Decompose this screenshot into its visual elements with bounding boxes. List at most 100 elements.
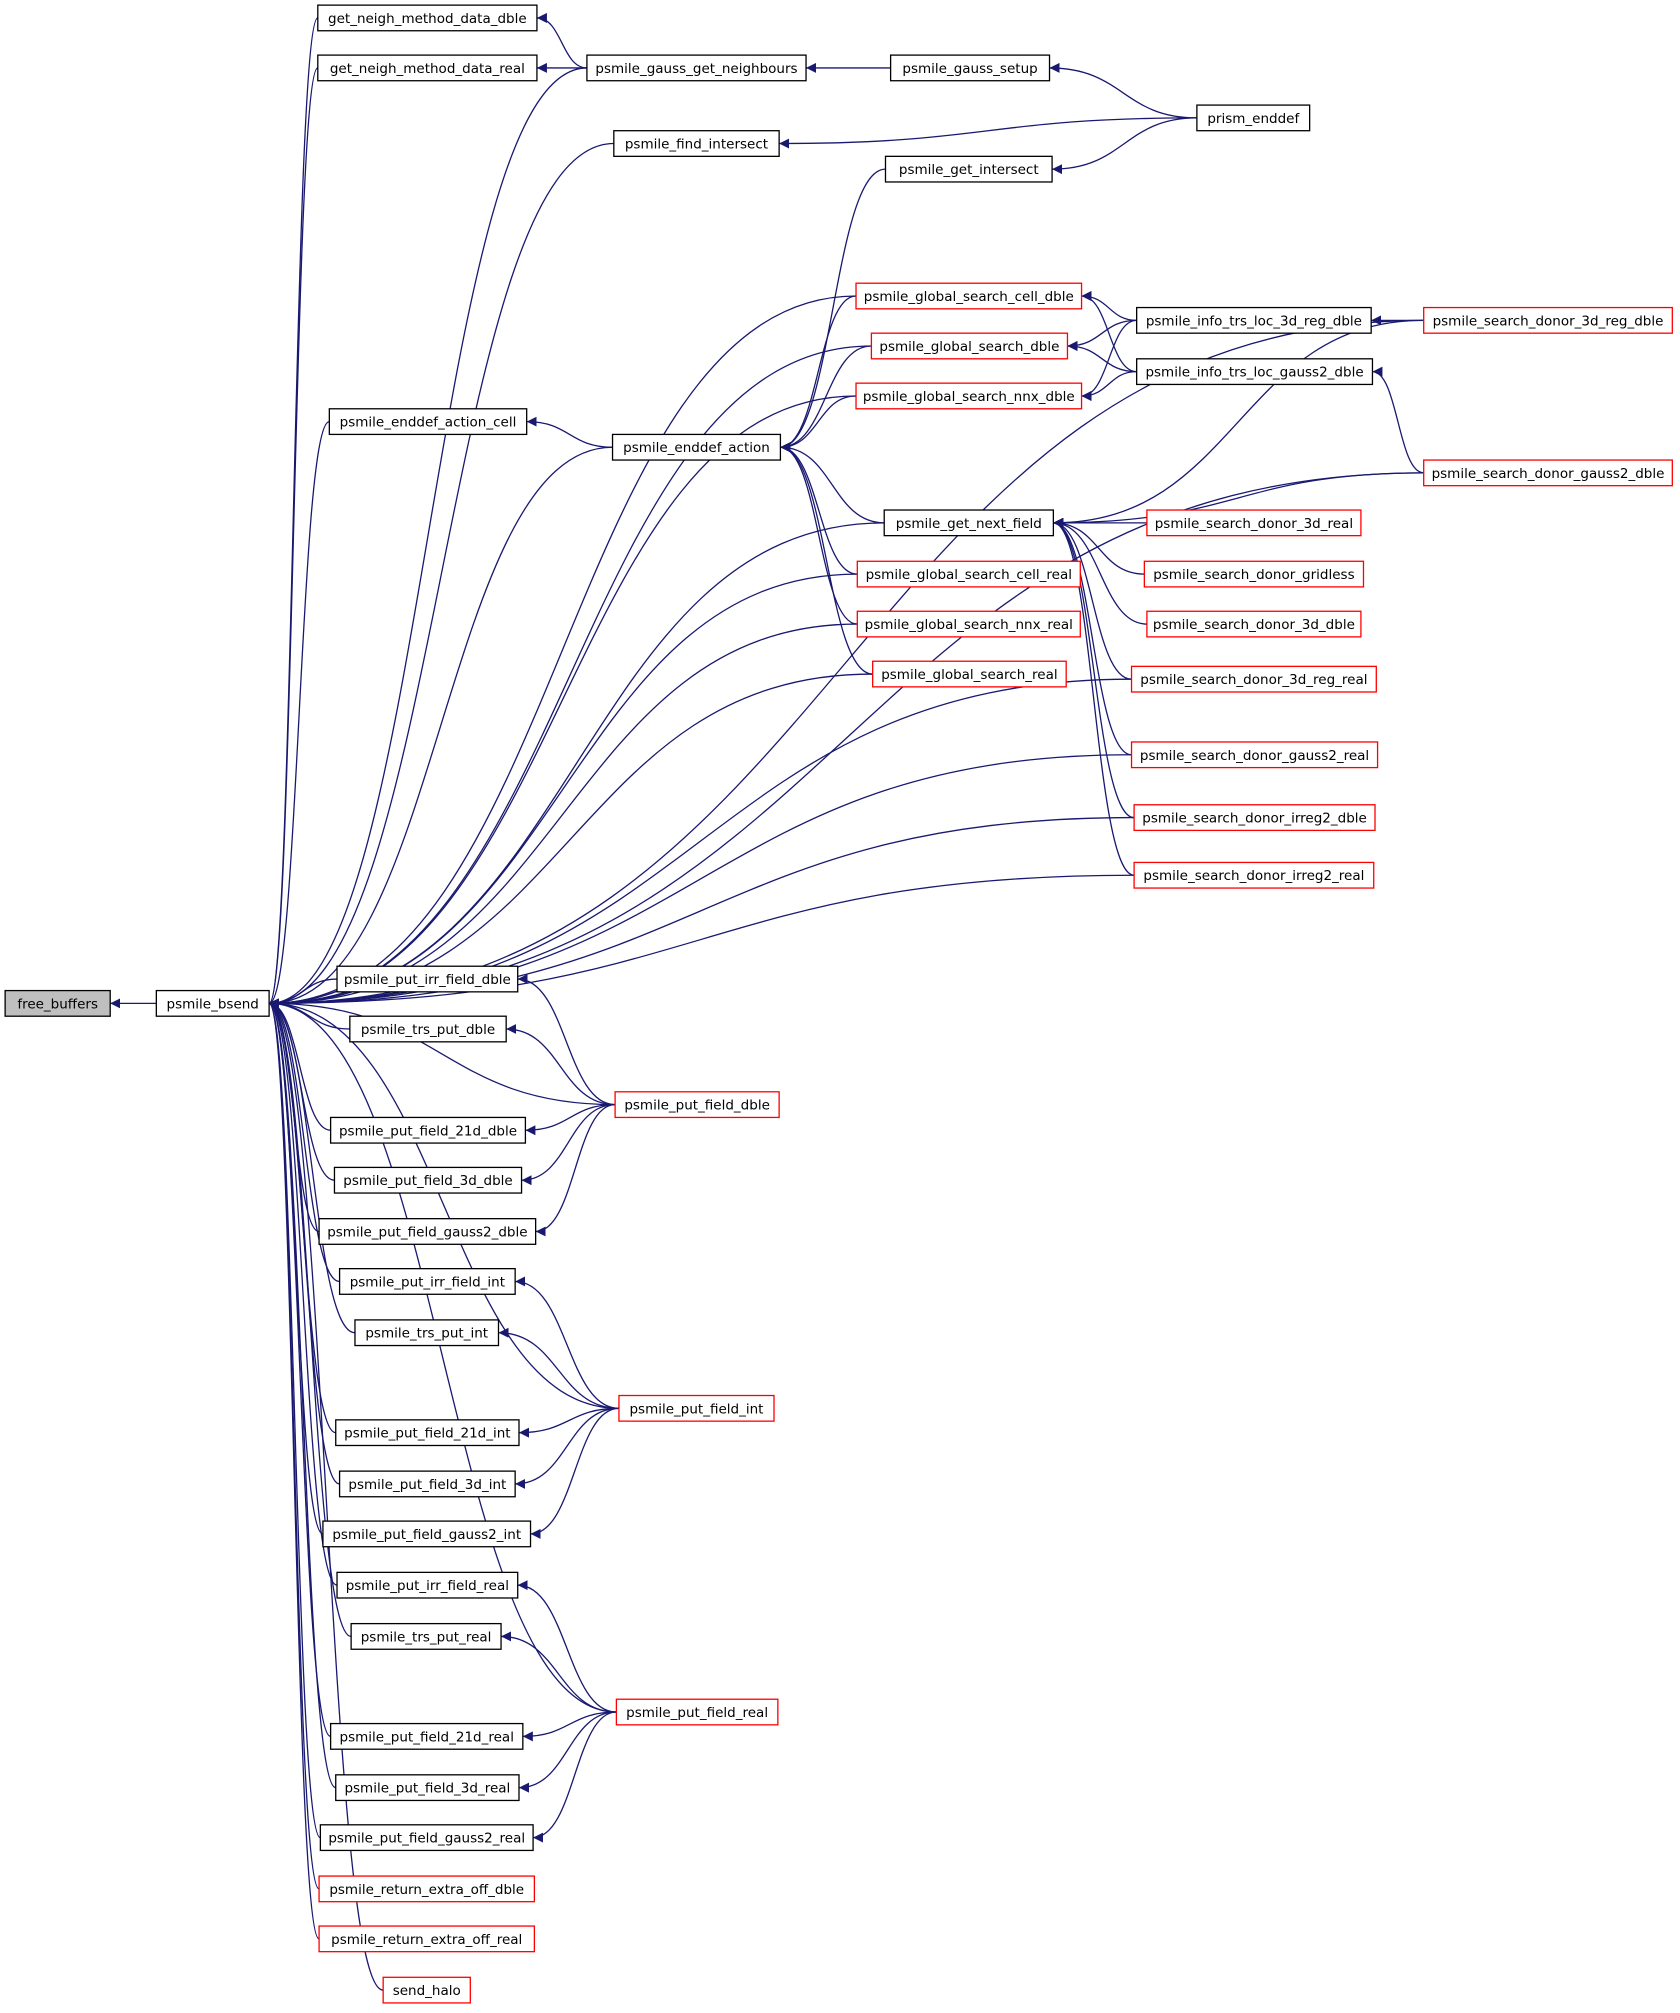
- edge-psmile_global_search_nnx_dble-to-psmile_bsend: [269, 395, 857, 1009]
- node-prism_enddef[interactable]: prism_enddef: [1196, 104, 1311, 132]
- node-psmile_info_trs_loc_gauss2_dble[interactable]: psmile_info_trs_loc_gauss2_dble: [1136, 358, 1374, 386]
- node-box-free_buffers: [4, 989, 111, 1017]
- node-psmile_get_intersect[interactable]: psmile_get_intersect: [884, 155, 1053, 183]
- node-psmile_put_field_gauss2_real[interactable]: psmile_put_field_gauss2_real: [319, 1824, 534, 1852]
- node-label-psmile_global_search_nnx_real: psmile_global_search_nnx_real: [865, 617, 1073, 633]
- edge-psmile_put_field_int-to-psmile_put_irr_field_int: [515, 1276, 619, 1409]
- edge-psmile_search_donor_gauss2_real-to-psmile_get_next_field: [1053, 517, 1132, 756]
- node-psmile_put_field_3d_dble[interactable]: psmile_put_field_3d_dble: [333, 1166, 523, 1194]
- node-box-psmile_trs_put_real: [350, 1622, 502, 1650]
- node-box-psmile_search_donor_irreg2_dble: [1133, 804, 1376, 832]
- node-psmile_search_donor_3d_dble[interactable]: psmile_search_donor_3d_dble: [1146, 610, 1362, 638]
- edge-psmile_search_donor_gridless-to-psmile_get_next_field: [1053, 517, 1145, 575]
- node-box-psmile_search_donor_3d_dble: [1146, 610, 1362, 638]
- node-psmile_trs_put_real[interactable]: psmile_trs_put_real: [350, 1622, 502, 1650]
- node-box-psmile_search_donor_3d_real: [1146, 509, 1362, 537]
- edge-psmile_put_irr_field_real-to-psmile_bsend: [268, 998, 338, 1586]
- node-psmile_search_donor_3d_real[interactable]: psmile_search_donor_3d_real: [1146, 509, 1362, 537]
- node-psmile_return_extra_off_real[interactable]: psmile_return_extra_off_real: [318, 1925, 536, 1953]
- node-send_halo[interactable]: send_halo: [382, 1976, 471, 2004]
- node-box-psmile_search_donor_gridless: [1143, 560, 1365, 588]
- edge-psmile_find_intersect-to-psmile_bsend: [269, 142, 614, 1009]
- node-box-psmile_trs_put_dble: [349, 1015, 507, 1043]
- edge-psmile_trs_put_real-to-psmile_bsend: [268, 998, 352, 1638]
- node-box-psmile_enddef_action: [611, 433, 782, 461]
- edge-psmile_global_search_cell_dble-to-psmile_bsend: [269, 295, 857, 1009]
- node-label-free_buffers: free_buffers: [17, 996, 98, 1012]
- node-psmile_info_trs_loc_3d_reg_dble[interactable]: psmile_info_trs_loc_3d_reg_dble: [1136, 306, 1372, 334]
- node-psmile_enddef_action[interactable]: psmile_enddef_action: [611, 433, 782, 461]
- node-box-psmile_global_search_real: [872, 660, 1067, 688]
- node-label-psmile_gauss_get_neighbours: psmile_gauss_get_neighbours: [595, 61, 797, 77]
- node-get_neigh_method_data_dble[interactable]: get_neigh_method_data_dble: [317, 4, 538, 32]
- node-psmile_put_irr_field_int[interactable]: psmile_put_irr_field_int: [338, 1267, 516, 1295]
- node-psmile_global_search_nnx_real[interactable]: psmile_global_search_nnx_real: [856, 610, 1081, 638]
- edge-psmile_global_search_nnx_real-to-psmile_bsend: [269, 623, 858, 1009]
- node-psmile_gauss_get_neighbours[interactable]: psmile_gauss_get_neighbours: [586, 54, 807, 82]
- edge-psmile_put_field_int-to-psmile_put_field_21d_int: [518, 1407, 619, 1438]
- node-psmile_trs_put_dble[interactable]: psmile_trs_put_dble: [349, 1015, 507, 1043]
- node-label-get_neigh_method_data_real: get_neigh_method_data_real: [330, 61, 525, 77]
- node-psmile_trs_put_int[interactable]: psmile_trs_put_int: [354, 1319, 500, 1347]
- node-psmile_search_donor_gauss2_dble[interactable]: psmile_search_donor_gauss2_dble: [1423, 459, 1673, 487]
- call-nodes: free_buffers psmile_bsend get_neigh_method…: [4, 4, 1673, 2004]
- node-psmile_put_field_gauss2_int[interactable]: psmile_put_field_gauss2_int: [322, 1520, 532, 1548]
- node-label-psmile_put_irr_field_dble: psmile_put_irr_field_dble: [344, 972, 511, 988]
- node-psmile_put_field_real[interactable]: psmile_put_field_real: [615, 1698, 779, 1726]
- node-psmile_find_intersect[interactable]: psmile_find_intersect: [613, 130, 780, 157]
- edge-psmile_search_donor_irreg2_dble-to-psmile_get_next_field: [1053, 517, 1135, 819]
- node-psmile_global_search_cell_real[interactable]: psmile_global_search_cell_real: [856, 560, 1081, 588]
- node-psmile_put_field_21d_int[interactable]: psmile_put_field_21d_int: [335, 1419, 520, 1447]
- node-box-psmile_put_field_3d_dble: [333, 1166, 523, 1194]
- node-box-psmile_get_next_field: [883, 509, 1055, 537]
- node-psmile_bsend[interactable]: psmile_bsend: [155, 989, 270, 1017]
- node-psmile_put_field_21d_dble[interactable]: psmile_put_field_21d_dble: [329, 1116, 527, 1144]
- node-psmile_global_search_cell_dble[interactable]: psmile_global_search_cell_dble: [855, 282, 1083, 310]
- node-free_buffers[interactable]: free_buffers: [4, 989, 111, 1017]
- node-psmile_global_search_real[interactable]: psmile_global_search_real: [872, 660, 1067, 688]
- edge-psmile_put_field_real-to-psmile_put_field_3d_real: [518, 1711, 617, 1793]
- edge-psmile_global_search_real-to-psmile_bsend: [269, 673, 873, 1009]
- edge-psmile_global_search_cell_real-to-psmile_bsend: [269, 573, 858, 1009]
- node-psmile_put_field_3d_int[interactable]: psmile_put_field_3d_int: [338, 1470, 516, 1498]
- edge-get_neigh_method_data_dble-to-psmile_bsend: [268, 17, 319, 1008]
- node-psmile_search_donor_gridless[interactable]: psmile_search_donor_gridless: [1143, 560, 1365, 588]
- node-psmile_put_irr_field_dble[interactable]: psmile_put_irr_field_dble: [336, 965, 519, 993]
- edge-psmile_enddef_action-to-psmile_bsend: [269, 446, 613, 1009]
- node-psmile_search_donor_irreg2_real[interactable]: psmile_search_donor_irreg2_real: [1133, 861, 1375, 889]
- node-psmile_put_irr_field_real[interactable]: psmile_put_irr_field_real: [336, 1571, 519, 1599]
- node-label-psmile_put_field_3d_int: psmile_put_field_3d_int: [348, 1477, 506, 1493]
- node-psmile_return_extra_off_dble[interactable]: psmile_return_extra_off_dble: [318, 1875, 536, 1903]
- node-psmile_get_next_field[interactable]: psmile_get_next_field: [883, 509, 1055, 537]
- node-label-psmile_search_donor_3d_dble: psmile_search_donor_3d_dble: [1153, 617, 1355, 633]
- node-psmile_put_field_dble[interactable]: psmile_put_field_dble: [614, 1091, 780, 1119]
- node-psmile_search_donor_gauss2_real[interactable]: psmile_search_donor_gauss2_real: [1130, 741, 1379, 769]
- node-label-psmile_get_next_field: psmile_get_next_field: [896, 516, 1042, 532]
- node-psmile_enddef_action_cell[interactable]: psmile_enddef_action_cell: [328, 408, 528, 436]
- node-get_neigh_method_data_real[interactable]: get_neigh_method_data_real: [317, 54, 538, 82]
- edge-psmile_put_field_real-to-psmile_put_irr_field_real: [517, 1580, 617, 1713]
- node-label-psmile_put_field_21d_int: psmile_put_field_21d_int: [344, 1426, 510, 1442]
- node-psmile_put_field_int[interactable]: psmile_put_field_int: [618, 1394, 775, 1422]
- node-psmile_search_donor_3d_reg_real[interactable]: psmile_search_donor_3d_reg_real: [1130, 665, 1377, 693]
- node-psmile_search_donor_3d_reg_dble[interactable]: psmile_search_donor_3d_reg_dble: [1423, 306, 1673, 334]
- node-box-psmile_gauss_get_neighbours: [586, 54, 807, 82]
- node-psmile_global_search_nnx_dble[interactable]: psmile_global_search_nnx_dble: [855, 382, 1083, 410]
- node-psmile_put_field_21d_real[interactable]: psmile_put_field_21d_real: [329, 1722, 524, 1750]
- node-box-psmile_put_field_21d_int: [335, 1419, 520, 1447]
- node-psmile_put_field_gauss2_dble[interactable]: psmile_put_field_gauss2_dble: [318, 1218, 537, 1245]
- edge-psmile_gauss_get_neighbours-to-psmile_bsend: [269, 67, 587, 1009]
- node-psmile_global_search_dble[interactable]: psmile_global_search_dble: [870, 332, 1069, 360]
- node-box-send_halo: [382, 1976, 471, 2004]
- node-box-psmile_enddef_action_cell: [328, 408, 528, 436]
- edge-psmile_global_search_dble-to-psmile_enddef_action: [780, 345, 872, 453]
- node-psmile_gauss_setup[interactable]: psmile_gauss_setup: [889, 54, 1051, 82]
- edge-psmile_put_field_3d_real-to-psmile_bsend: [268, 998, 337, 1789]
- node-box-psmile_put_field_gauss2_int: [322, 1520, 532, 1548]
- edge-psmile_info_trs_loc_3d_reg_dble-to-psmile_global_search_cell_dble: [1081, 291, 1137, 322]
- node-psmile_search_donor_irreg2_dble[interactable]: psmile_search_donor_irreg2_dble: [1133, 804, 1376, 832]
- edge-psmile_put_field_dble-to-psmile_put_field_21d_dble: [525, 1103, 616, 1136]
- edge-psmile_put_field_dble-to-psmile_bsend: [269, 998, 616, 1106]
- node-label-psmile_put_field_int: psmile_put_field_int: [629, 1401, 763, 1417]
- node-psmile_put_field_3d_real[interactable]: psmile_put_field_3d_real: [335, 1774, 520, 1802]
